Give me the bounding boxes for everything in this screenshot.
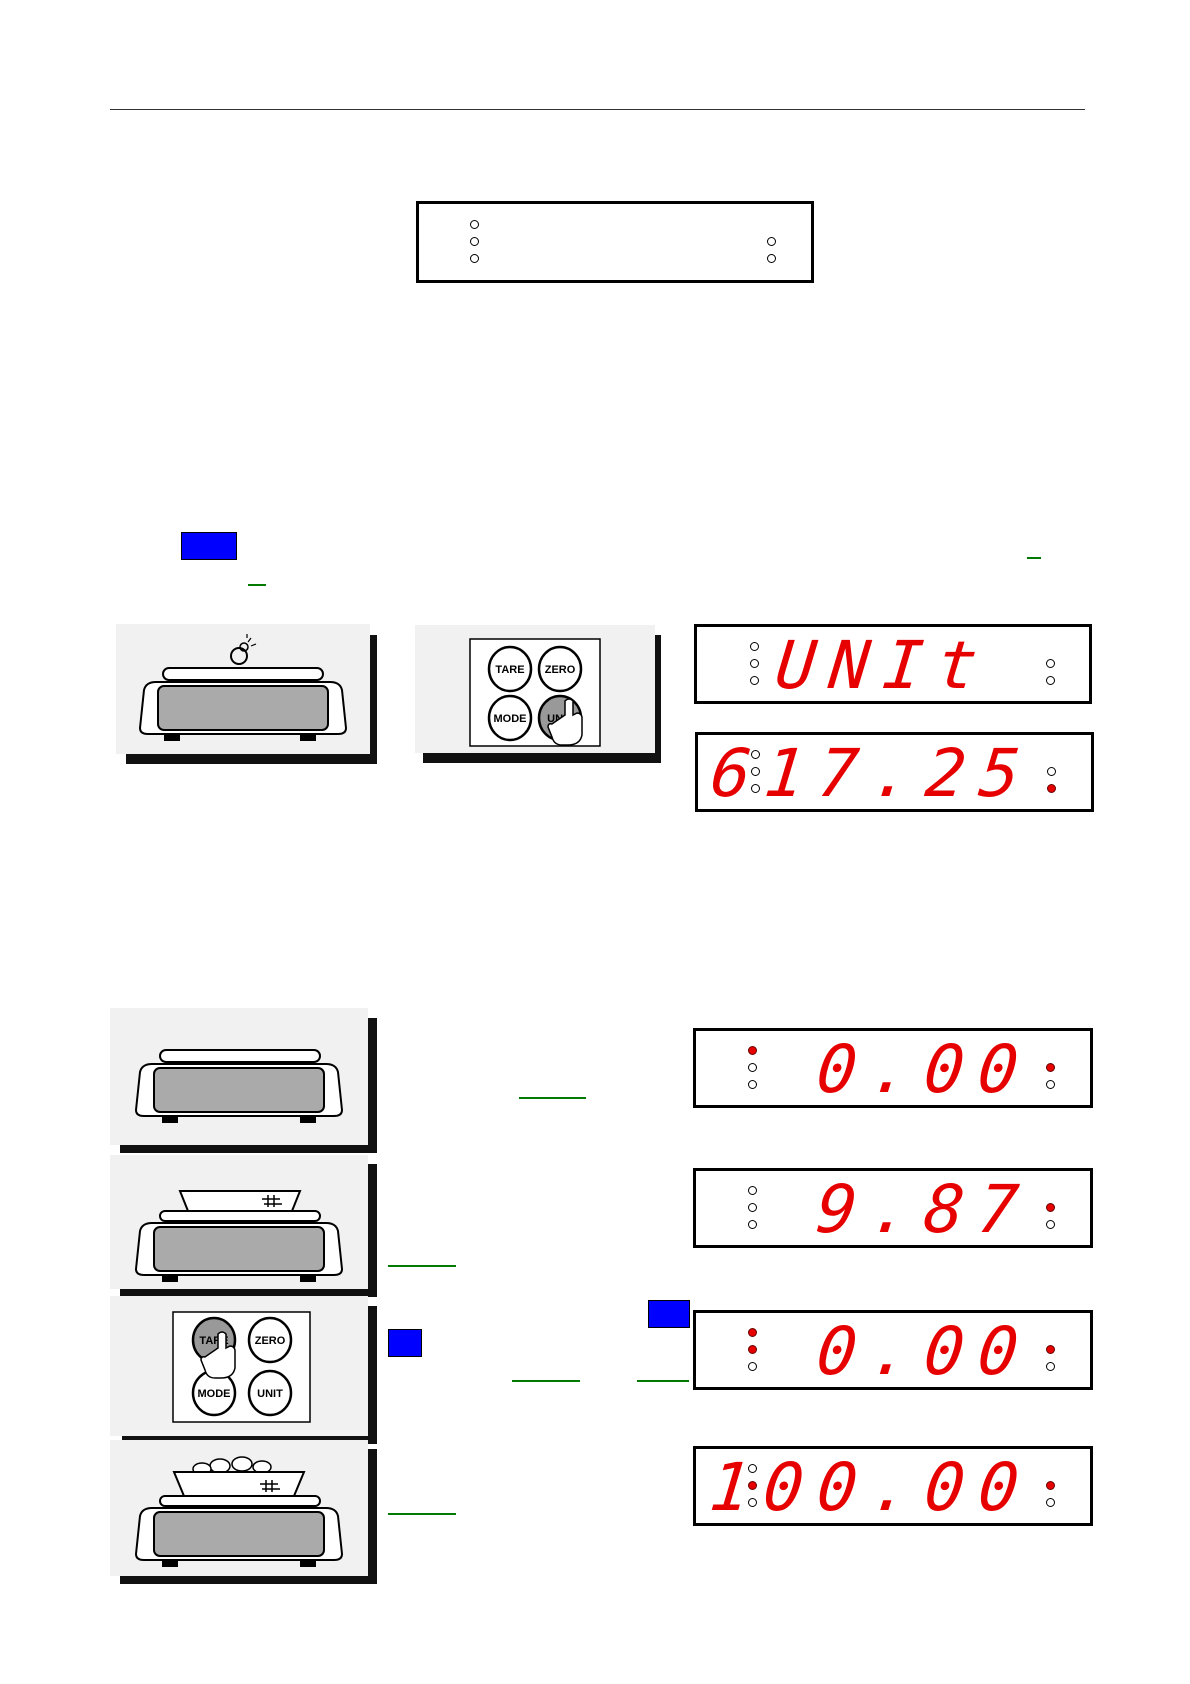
indicator-lamp: [1046, 1362, 1055, 1371]
link-underline: [519, 1097, 586, 1099]
indicator-lamp: [1046, 676, 1055, 685]
indicator-lamp: [750, 659, 759, 668]
ring-icon: [230, 634, 257, 665]
display-readout: 0.00: [813, 1031, 1037, 1108]
indicator-lamp: [1046, 1498, 1055, 1507]
display-readout: 100.00: [705, 1449, 1037, 1526]
indicator-lamp: [748, 1186, 757, 1195]
keypad-tare-illustration: TARE ZERO MODE UNIT: [110, 1296, 368, 1436]
value-display-panel: 617.25: [695, 732, 1094, 812]
indicator-lamp: [1046, 1063, 1055, 1072]
unit-display-panel: UNIt: [694, 624, 1092, 704]
indicator-lamp: [470, 237, 479, 246]
indicator-lamp: [751, 767, 760, 776]
key-label: TARE: [495, 664, 524, 676]
legend-display-panel: [416, 201, 814, 283]
blue-tag: [181, 532, 237, 560]
keypad-unit-illustration: TARE ZERO MODE UNIT: [415, 625, 655, 753]
indicator-lamp: [1046, 1345, 1055, 1354]
indicator-lamp: [1046, 1481, 1055, 1490]
key-label: ZERO: [545, 664, 576, 676]
net-weight-display-panel: 100.00: [693, 1446, 1093, 1526]
tared-zero-display-panel: 0.00: [693, 1310, 1093, 1390]
header-rule: [110, 109, 1085, 110]
indicator-lamp: [748, 1220, 757, 1229]
indicator-lamp: [750, 642, 759, 651]
key-label: ZERO: [255, 1335, 286, 1347]
indicator-lamp: [751, 750, 760, 759]
indicator-lamp: [470, 254, 479, 263]
tare-weight-display-panel: 9.87: [693, 1168, 1093, 1248]
display-readout: 617.25: [706, 735, 1038, 812]
indicator-lamp: [1047, 767, 1056, 776]
empty-scale-illustration: [110, 1008, 368, 1145]
key-label: MODE: [198, 1388, 231, 1400]
scale-with-container-illustration: [110, 1155, 368, 1289]
blue-tag: [388, 1329, 422, 1357]
scale-with-items-illustration: [110, 1440, 368, 1576]
link-underline: [388, 1265, 456, 1267]
indicator-lamp: [748, 1362, 757, 1371]
key-label: MODE: [494, 713, 527, 725]
indicator-lamp: [748, 1203, 757, 1212]
indicator-lamp: [767, 254, 776, 263]
pointing-hand-icon: [547, 698, 583, 746]
indicator-lamp: [1046, 1220, 1055, 1229]
indicator-lamp: [751, 784, 760, 793]
scale-with-ring-illustration: [116, 624, 370, 754]
indicator-lamp: [1046, 659, 1055, 668]
blue-tag: [648, 1300, 690, 1328]
link-underline: [248, 584, 266, 586]
link-underline: [512, 1380, 580, 1382]
indicator-lamp: [470, 220, 479, 229]
link-underline: [1027, 557, 1041, 559]
indicator-lamp: [748, 1481, 757, 1490]
indicator-lamp: [748, 1328, 757, 1337]
indicator-lamp: [1047, 784, 1056, 793]
zero-display-panel: 0.00: [693, 1028, 1093, 1108]
display-readout: 9.87: [813, 1171, 1037, 1248]
indicator-lamp: [748, 1345, 757, 1354]
indicator-lamp: [1046, 1203, 1055, 1212]
display-readout: 0.00: [813, 1313, 1037, 1390]
indicator-lamp: [1046, 1080, 1055, 1089]
link-underline: [388, 1513, 456, 1515]
display-readout: UNIt: [772, 627, 996, 704]
indicator-lamp: [748, 1498, 757, 1507]
indicator-lamp: [748, 1063, 757, 1072]
key-label: UNIT: [257, 1388, 283, 1400]
indicator-lamp: [750, 676, 759, 685]
pointing-hand-icon: [200, 1331, 236, 1379]
indicator-lamp: [748, 1464, 757, 1473]
indicator-lamp: [748, 1046, 757, 1055]
link-underline: [637, 1380, 689, 1382]
indicator-lamp: [748, 1080, 757, 1089]
indicator-lamp: [767, 237, 776, 246]
